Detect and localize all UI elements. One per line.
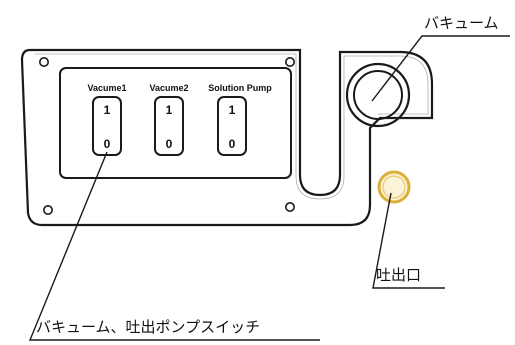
outlet-port: [377, 170, 411, 204]
outlet-callout-label: 吐出口: [376, 266, 422, 284]
switch-on-mark: 1: [229, 103, 236, 117]
vacuum-port: [345, 62, 411, 128]
switch-solution-pump[interactable]: Solution Pump 1 0: [208, 83, 272, 156]
switch-label: Vacume2: [149, 83, 188, 93]
screw-hole-bottom-left: [42, 205, 53, 216]
switch-label: Vacume1: [87, 83, 126, 93]
switch-panel: [59, 67, 292, 179]
switch-off-mark: 0: [229, 137, 236, 151]
switch-off-mark: 0: [104, 137, 111, 151]
vacuum-leader-line: [371, 35, 510, 102]
switch-label: Solution Pump: [208, 83, 272, 93]
screw-hole-top-right: [284, 56, 295, 67]
rocker-switch-body[interactable]: [154, 96, 184, 156]
switches-callout-label: バキューム、吐出ポンプスイッチ: [36, 318, 261, 336]
panel-plate-inner-edge: [35, 53, 429, 200]
vacuum-callout-label: バキューム: [424, 14, 499, 32]
rocker-switch-body[interactable]: [92, 96, 122, 156]
switch-vacume2[interactable]: Vacume2 1 0: [149, 83, 189, 156]
rocker-switch-body[interactable]: [217, 96, 247, 156]
switch-on-mark: 1: [104, 103, 111, 117]
screw-hole-bottom-right: [284, 202, 295, 213]
switch-off-mark: 0: [166, 137, 173, 151]
outlet-leader-line: [372, 192, 445, 289]
panel-plate-outline: [20, 48, 434, 227]
screw-hole-top-left: [38, 56, 49, 67]
switch-vacume1[interactable]: Vacume1 1 0: [87, 83, 127, 156]
switches-leader-line: [28, 151, 320, 341]
switch-on-mark: 1: [166, 103, 173, 117]
